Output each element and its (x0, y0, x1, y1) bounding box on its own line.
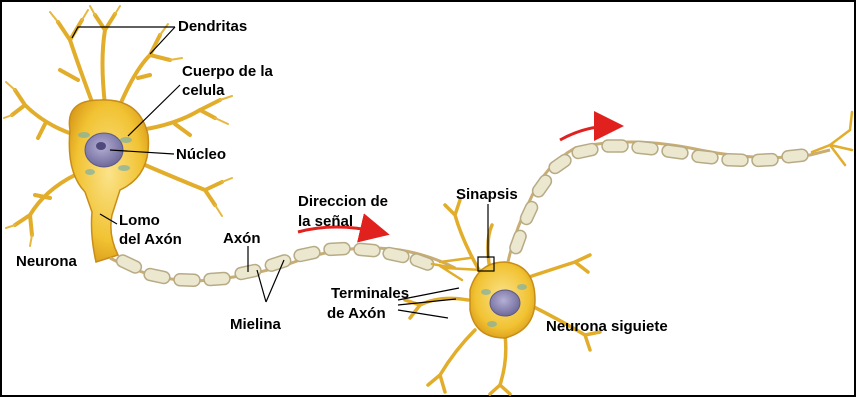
label-neurona: Neurona (16, 253, 78, 270)
label-lomo-1: Lomo (119, 212, 160, 229)
label-nucleo: Núcleo (176, 146, 226, 163)
label-direccion-1: Direccion de (298, 193, 388, 210)
nucleolus (96, 142, 106, 150)
label-cuerpo-2: celula (182, 82, 225, 99)
label-dendritas: Dendritas (178, 18, 247, 35)
label-terminales-2: de Axón (327, 305, 386, 322)
label-axon: Axón (223, 230, 261, 247)
label-terminales-1: Terminales (331, 285, 409, 302)
label-direccion-2: la señal (298, 213, 353, 230)
label-neurona-siguiete: Neurona siguiete (546, 318, 668, 335)
label-mielina: Mielina (230, 316, 282, 333)
label-sinapsis: Sinapsis (456, 186, 518, 203)
label-cuerpo-1: Cuerpo de la (182, 63, 274, 80)
nucleus-second (490, 290, 520, 316)
label-lomo-2: del Axón (119, 231, 182, 248)
